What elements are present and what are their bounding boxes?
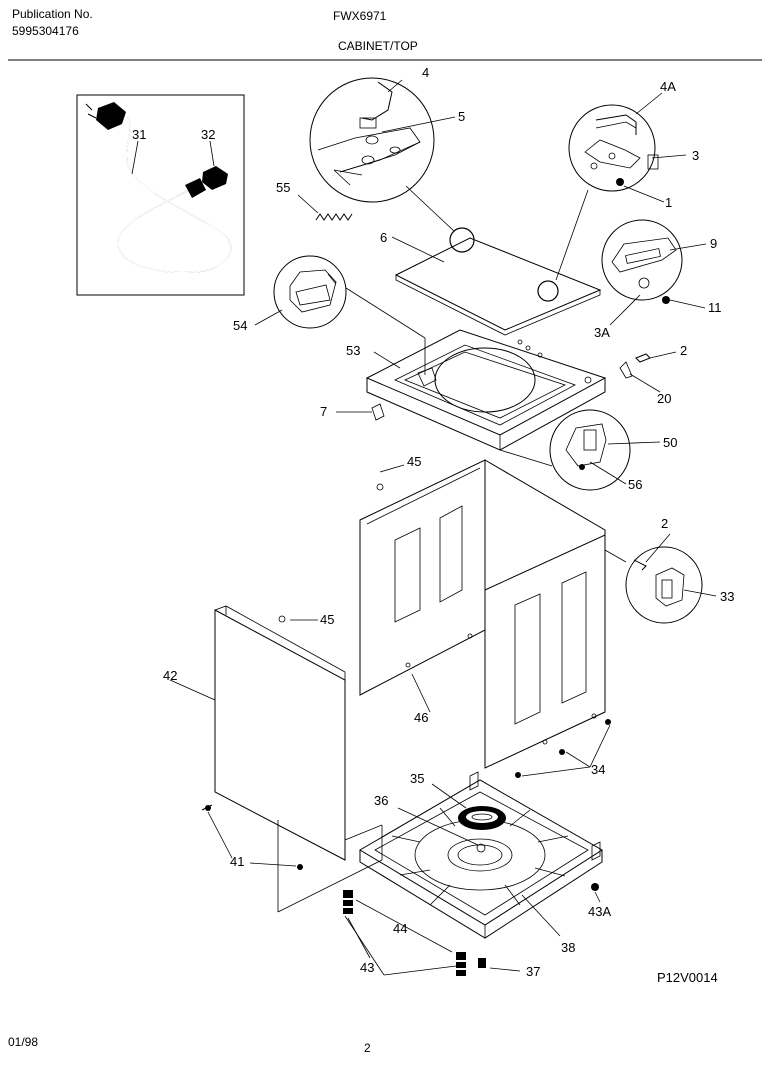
callout-43a: 43A [588, 904, 611, 919]
lid-switch-inset [568, 104, 659, 192]
callout-11: 11 [708, 300, 722, 315]
callout-36: 36 [374, 793, 388, 808]
publication-number: 5995304176 [12, 24, 79, 38]
page-number: 2 [364, 1041, 371, 1055]
callout-41: 41 [230, 854, 244, 869]
section-title: CABINET/TOP [338, 39, 418, 53]
callout-45-top: 45 [407, 454, 421, 469]
callout-6: 6 [380, 230, 387, 245]
callout-34: 34 [591, 762, 605, 777]
callout-43: 43 [360, 960, 374, 975]
revision-date: 01/98 [8, 1035, 39, 1049]
alignment-guides [277, 820, 383, 913]
cabinet-side-panel [484, 534, 606, 769]
front-panel [169, 605, 346, 861]
door-latch-inset [604, 533, 717, 624]
callout-4a: 4A [660, 79, 676, 94]
hinge-screw [619, 351, 677, 393]
callout-9: 9 [710, 236, 717, 251]
callout-46: 46 [414, 710, 428, 725]
callout-2-side: 2 [661, 516, 668, 531]
callout-7: 7 [320, 404, 327, 419]
callout-55: 55 [276, 180, 290, 195]
power-cord-inset [76, 94, 245, 296]
model-number: FWX6971 [333, 9, 387, 23]
callout-32: 32 [201, 127, 215, 142]
hub-seal [431, 783, 506, 830]
cabinet-back-panel [359, 459, 606, 696]
callout-37: 37 [526, 964, 540, 979]
callout-20: 20 [657, 391, 671, 406]
hinge-detail-inset [309, 77, 435, 203]
cabinet-top [365, 329, 607, 451]
callout-44: 44 [393, 921, 407, 936]
lid-bracket-inset [601, 219, 683, 304]
callout-50: 50 [663, 435, 677, 450]
callout-35: 35 [410, 771, 424, 786]
callout-33: 33 [720, 589, 734, 604]
leveling-legs [343, 890, 521, 976]
lid [391, 236, 602, 336]
drawing-code: P12V0014 [657, 970, 718, 985]
callout-1: 1 [665, 195, 672, 210]
callout-53: 53 [346, 343, 360, 358]
callout-42: 42 [163, 668, 177, 683]
bleach-dispenser-inset [273, 255, 347, 329]
publication-label: Publication No. [12, 7, 93, 21]
callout-4: 4 [422, 65, 429, 80]
callout-45-front: 45 [320, 612, 334, 627]
callout-54: 54 [233, 318, 247, 333]
callout-38: 38 [561, 940, 575, 955]
callout-2-top: 2 [680, 343, 687, 358]
callout-31: 31 [132, 127, 146, 142]
callout-3: 3 [692, 148, 699, 163]
control-bracket-inset [499, 409, 661, 491]
callout-56: 56 [628, 477, 642, 492]
base-frame [359, 771, 603, 939]
lid-spring [297, 194, 353, 221]
callout-5: 5 [458, 109, 465, 124]
callout-3a: 3A [594, 325, 610, 340]
